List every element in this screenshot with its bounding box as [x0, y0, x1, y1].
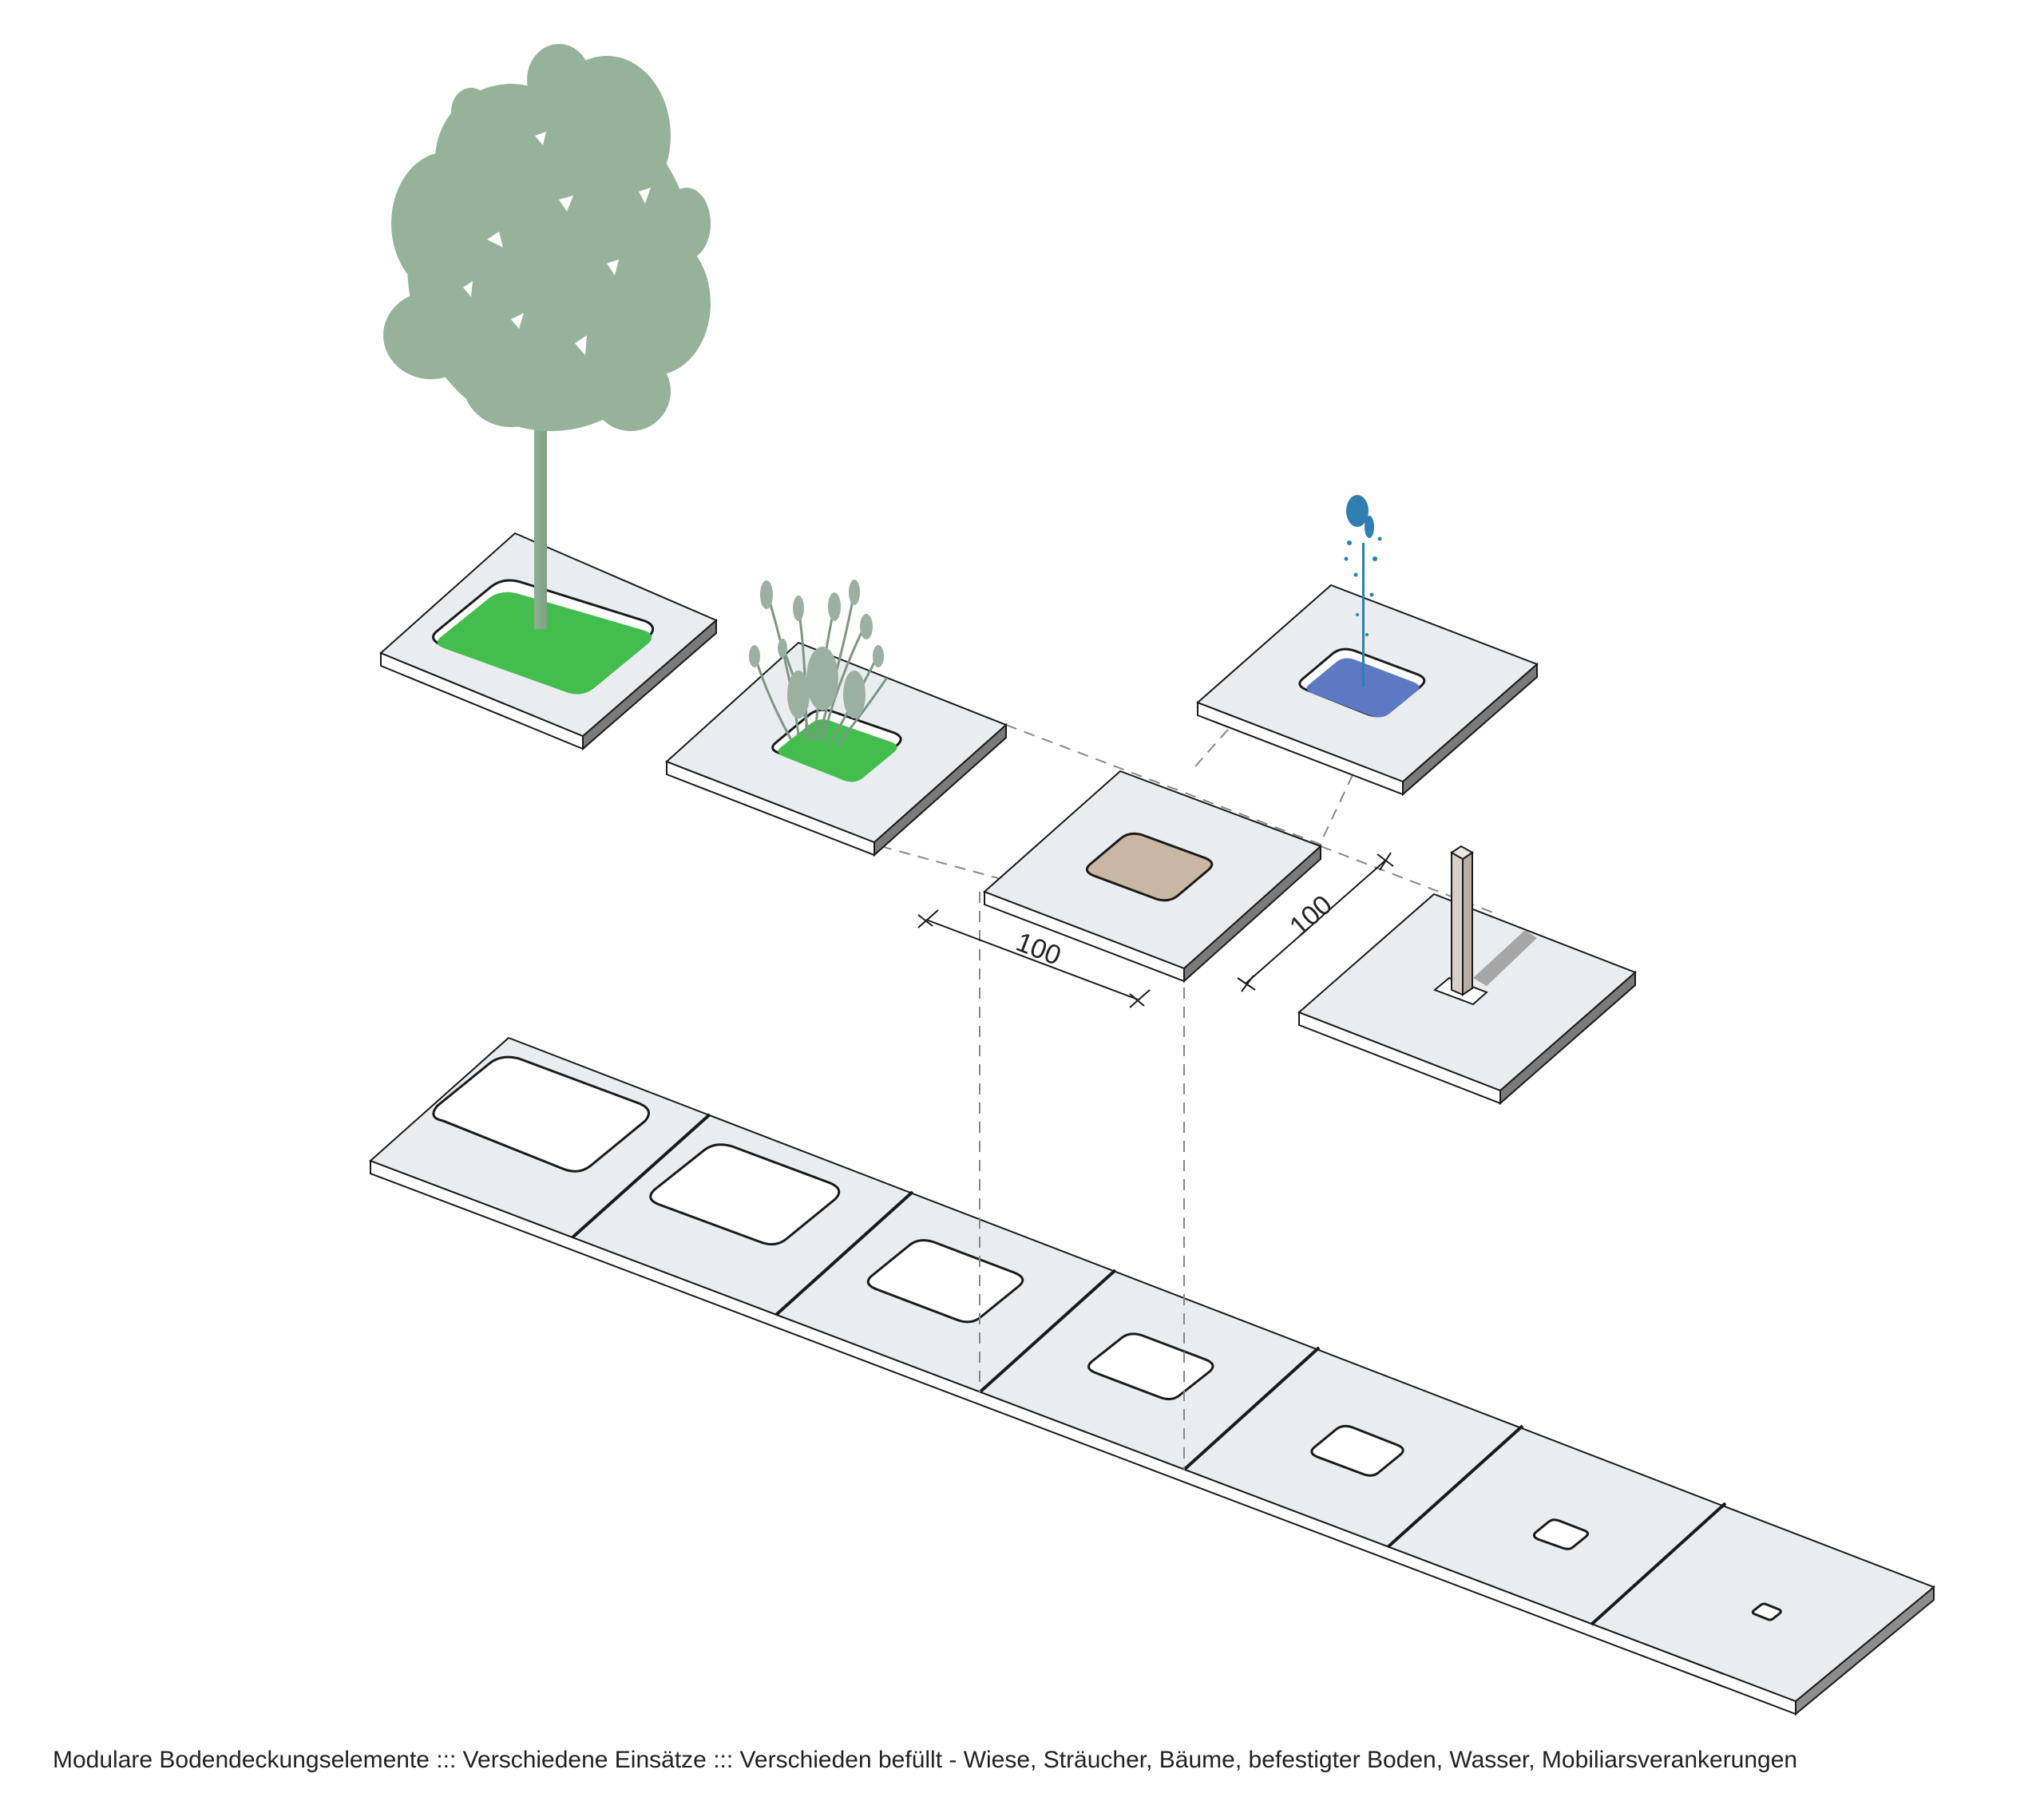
depth-dimension-label: 100: [1284, 889, 1338, 942]
strip-opening-7: [1751, 1602, 1782, 1621]
diagram-caption: Modulare Bodendeckungselemente ::: Versc…: [53, 1747, 1798, 1773]
tree-foliage: [383, 44, 711, 431]
strip-openings: [432, 1055, 1782, 1621]
strip-side-face: [370, 1159, 1796, 1716]
water-module-water: [1306, 658, 1420, 718]
tile-strip: [369, 1036, 1935, 1716]
tree-trunk: [534, 415, 547, 629]
furniture-anchor-module: [1297, 845, 1637, 1106]
tree-module: [379, 44, 718, 751]
tree-foliage-gaps: [463, 132, 651, 355]
water-module: [1196, 495, 1539, 797]
depth-dimension: [1237, 852, 1394, 992]
strip-opening-5: [1310, 1424, 1404, 1477]
post-shadow: [1473, 930, 1537, 986]
paved-module-opening: [1085, 832, 1214, 902]
shrub-module-grass: [778, 719, 897, 782]
strip-tile-dividers: [571, 1113, 1727, 1626]
strip-opening-2: [649, 1143, 841, 1246]
strip-opening-3: [866, 1239, 1024, 1324]
strip-opening-4: [1087, 1332, 1214, 1401]
tree-module-grass: [437, 592, 652, 695]
shrub-module: [665, 580, 1008, 857]
strip-opening-1: [432, 1055, 650, 1173]
shrub-leaves: [749, 580, 884, 718]
water-jet: [1344, 495, 1382, 687]
post: [1450, 845, 1474, 996]
width-dimension: [917, 909, 1151, 1008]
width-dimension-label: 100: [1012, 927, 1065, 972]
paved-module: [983, 770, 1322, 984]
strip-opening-6: [1532, 1518, 1590, 1550]
